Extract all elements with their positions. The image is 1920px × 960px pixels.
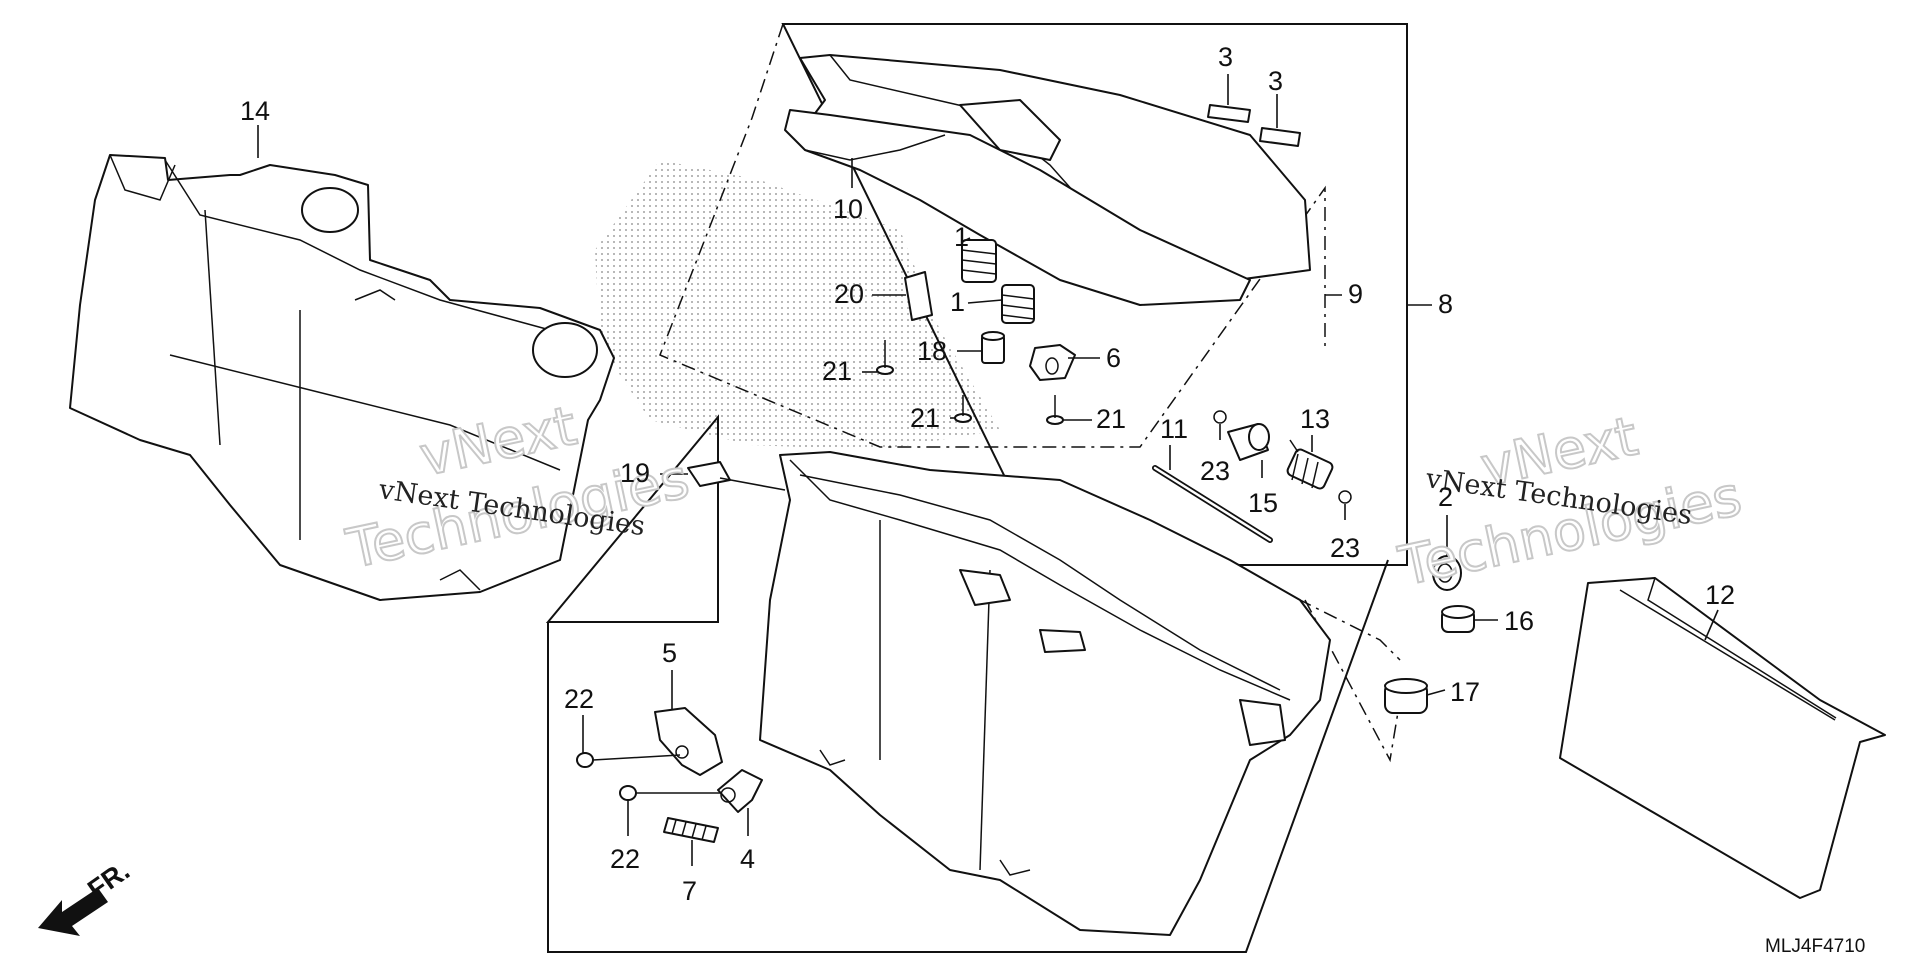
grommet-group-outline [1304,599,1401,763]
part-8-storage-box [759,451,1331,936]
callout-13: 13 [1300,404,1330,434]
callout-9: 9 [1348,279,1363,309]
callout-22a: 22 [564,684,594,714]
callout-19: 19 [620,458,650,488]
callout-11: 11 [1160,414,1188,444]
diagram-code: MLJ4F4710 [1765,936,1865,957]
callout-23a: 23 [1200,456,1230,486]
part-6-latch-plate [1029,344,1076,381]
front-direction-indicator: FR. [38,855,135,936]
callout-3a: 3 [1218,42,1233,72]
part-13-torsion-spring [1286,439,1334,490]
callout-21a: 21 [822,356,852,386]
latch-detail-frame [545,414,719,623]
part-7-spring [663,817,719,843]
part-1-spring-a [961,239,997,283]
latch-detail-box [547,559,1389,953]
part-19-tab [687,461,731,487]
lid-group-outline [659,23,1326,448]
callout-labels: 3 3 14 10 1 1 20 9 8 18 6 21 21 21 11 13… [240,42,1735,906]
part-14-left-cover [69,154,615,601]
part-22-screw-b [619,785,720,801]
part-2-grommet [1432,555,1462,591]
callout-8: 8 [1438,289,1453,319]
callout-3b: 3 [1268,66,1283,96]
callout-17: 17 [1450,677,1480,707]
shadow-area [595,160,1000,450]
callout-1b: 1 [950,287,965,317]
leader-lines [257,74,1719,866]
callout-6: 6 [1106,343,1121,373]
lid-assembly-frame [781,23,1408,566]
callout-22b: 22 [610,844,640,874]
callout-12: 12 [1705,580,1735,610]
front-arrow-icon [38,888,108,936]
part-16-cap [1441,605,1475,633]
callout-10: 10 [833,194,863,224]
callout-1a: 1 [954,222,969,252]
part-4-latch-arm [717,769,763,813]
part-1-spring-b [1001,284,1035,324]
part-21-screw-c [1046,395,1064,425]
callout-23b: 23 [1330,533,1360,563]
part-10-lid-inner [784,109,1251,306]
part-17-rubber [1384,678,1428,714]
callout-21c: 21 [1096,404,1126,434]
part-20-pin [904,271,933,321]
callout-2: 2 [1438,482,1453,512]
watermark-brand-line1-right: vNext [1476,404,1643,498]
callout-20: 20 [834,279,864,309]
callout-18: 18 [917,336,947,366]
callout-14: 14 [240,96,270,126]
callout-21b: 21 [910,403,940,433]
part-12-mat [1559,577,1886,899]
part-23-clip-b [1338,490,1352,504]
part-21-screw-a [876,340,894,375]
callout-16: 16 [1504,606,1534,636]
callout-7: 7 [682,876,697,906]
part-15-bushing [1227,423,1270,461]
part-3-emblem-a [1207,104,1251,123]
part-5-latch-lever [654,707,723,776]
callout-4: 4 [740,844,755,874]
part-23-clip-a [1213,410,1227,424]
part-22-screw-a [576,752,681,768]
part-18-collar [981,331,1005,364]
callout-5: 5 [662,638,677,668]
callout-15: 15 [1248,488,1278,518]
part-3-emblem-b [1259,127,1301,147]
